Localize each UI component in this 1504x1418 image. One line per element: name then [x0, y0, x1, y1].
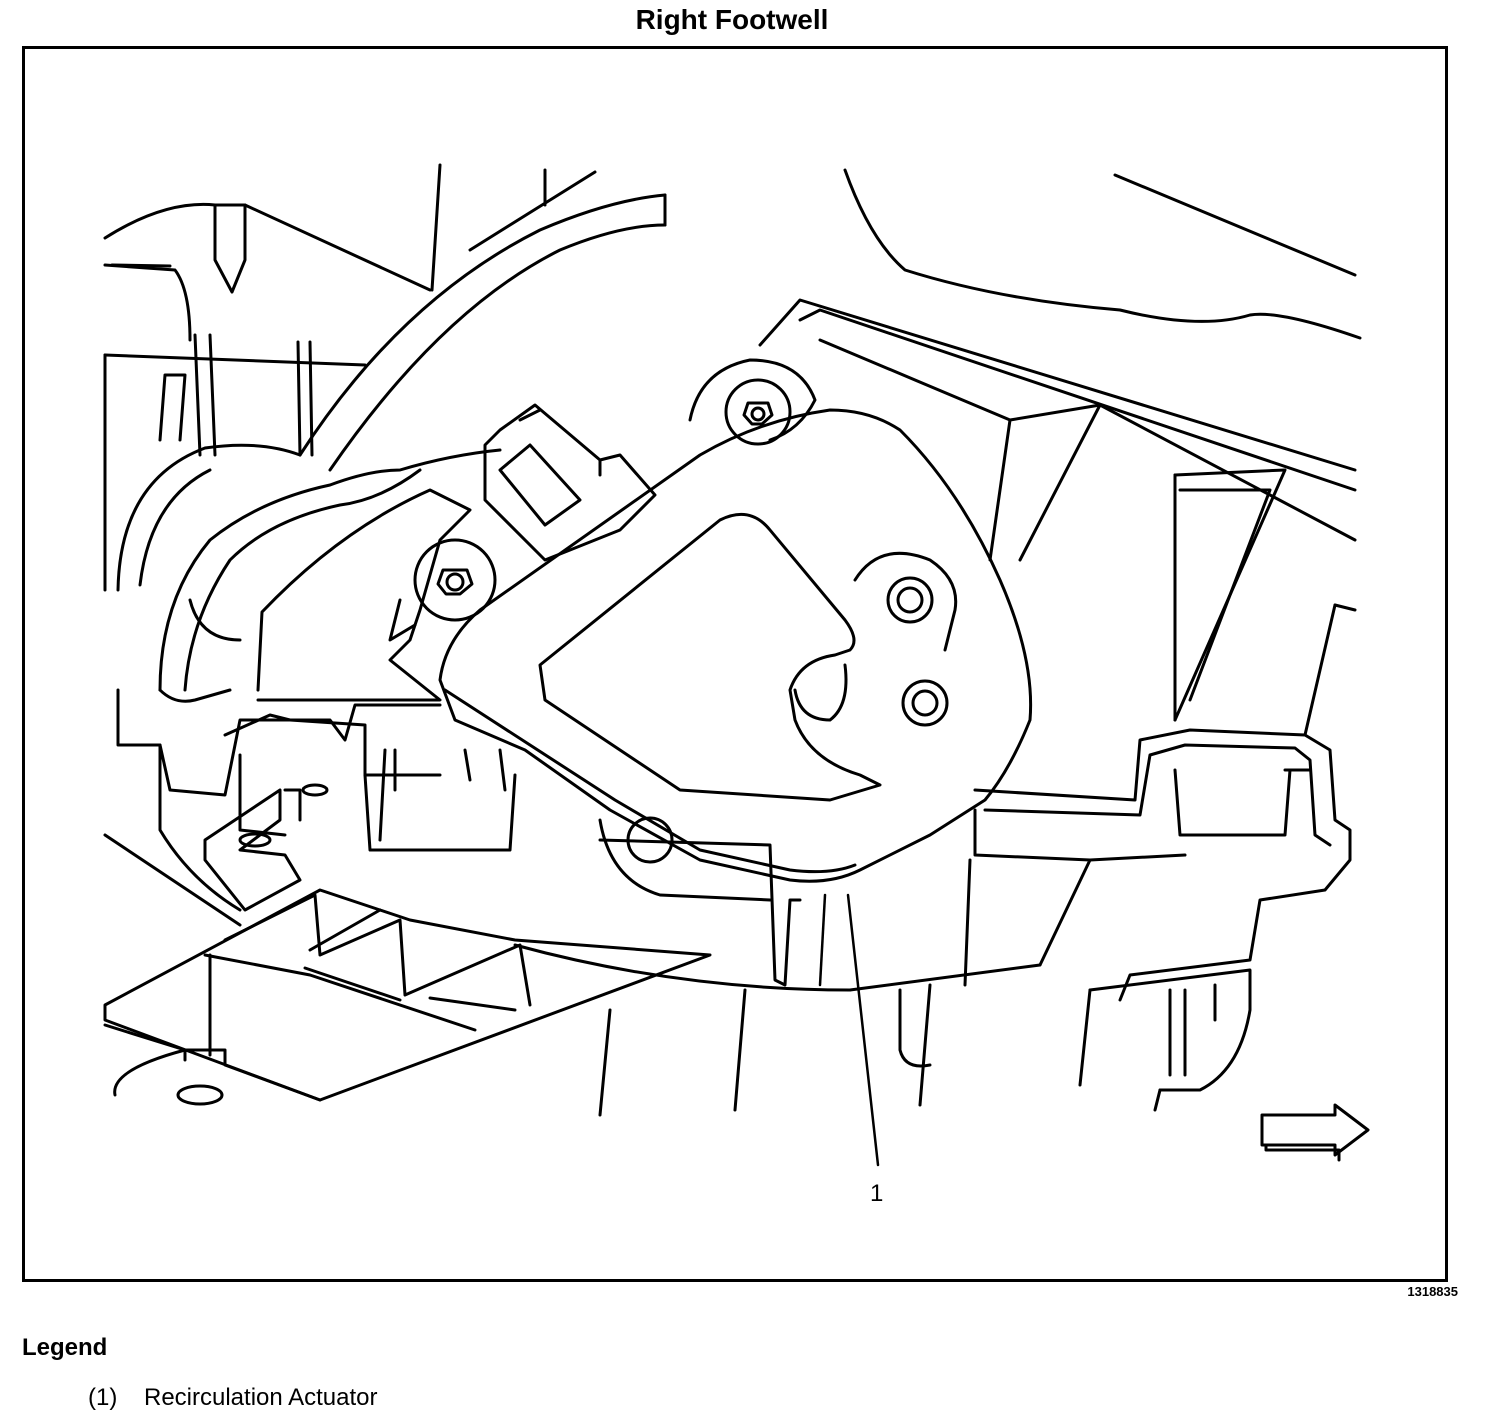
actuator-body [438, 408, 1033, 883]
locator-tab [213, 203, 247, 294]
legend-item-number: (1) [88, 1384, 118, 1411]
line-drawing [103, 163, 1370, 1167]
left-bolt-ear [413, 538, 497, 622]
mount-hole-upper [886, 576, 934, 624]
lower-tab [203, 788, 302, 912]
legend-heading: Legend [22, 1334, 108, 1361]
illustration-frame [22, 46, 1448, 1282]
forward-arrow-icon [1260, 1103, 1370, 1157]
top-bolt-ear [688, 358, 817, 442]
right-lobe [853, 551, 958, 652]
legend-item: (1) Recirculation Actuator [88, 1384, 377, 1412]
wiring-harness [158, 448, 502, 692]
cable-curve [298, 193, 667, 457]
left-disk [116, 443, 302, 592]
upper-left-housing [103, 202, 432, 292]
actuator-panel [538, 512, 882, 802]
mounting-bracket [256, 488, 472, 702]
legend-item-label: Recirculation Actuator [144, 1384, 378, 1411]
figure-id: 1318835 [1407, 1284, 1458, 1299]
callout-number-1: 1 [870, 1180, 884, 1207]
mount-hole-lower [901, 679, 949, 727]
callout-leader-1 [846, 893, 880, 1167]
top-bolt-head [742, 401, 774, 426]
electrical-connector [483, 403, 657, 562]
left-bolt-head [436, 568, 474, 596]
upper-right-duct [843, 168, 1362, 340]
figure-title: Right Footwell [635, 4, 829, 35]
lower-case [116, 688, 442, 797]
